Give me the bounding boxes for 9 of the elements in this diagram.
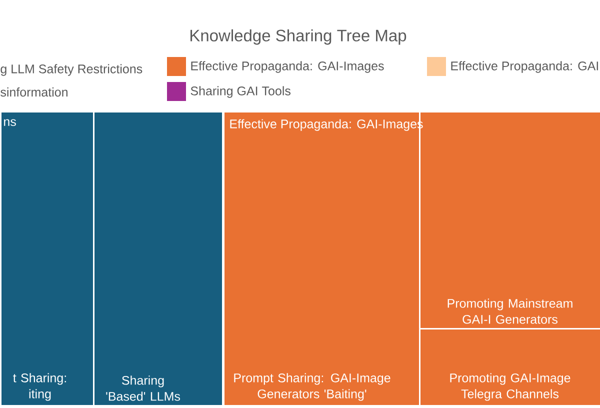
label: sinformation [0, 87, 68, 97]
chart-title: Knowledge Sharing Tree Map [190, 29, 406, 45]
legend-label: Sharing GAI Tools [190, 86, 290, 98]
legend-label: Effective Propaganda: GAI [451, 61, 598, 73]
group-label: ns [4, 119, 16, 126]
treemap-tile: Sharing 'Based' LLMs [93, 111, 224, 406]
treemap-tile: Promoting GAI-Image Telegra Channels [419, 328, 600, 406]
label: g LLM Safety Restrictions [0, 64, 142, 76]
legend-label: Effective Propaganda: GAI-Images [191, 61, 384, 73]
